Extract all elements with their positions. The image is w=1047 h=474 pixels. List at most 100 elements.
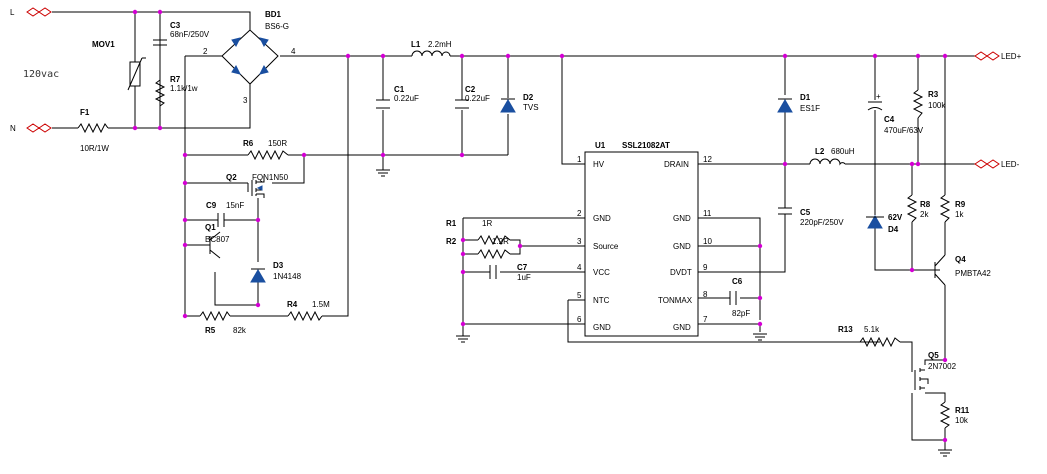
- r3-label: R3: [928, 90, 939, 99]
- l1-label: L1: [411, 40, 421, 49]
- c2-label: C2: [465, 85, 476, 94]
- u1-pin-dvdt: DVDT: [670, 268, 692, 277]
- d2-label: D2: [523, 93, 534, 102]
- ground-symbol-4: [938, 449, 952, 457]
- u1-pin-11-number: 11: [703, 209, 712, 218]
- d1-label: D1: [800, 93, 811, 102]
- bd1-value: BS6-G: [265, 22, 289, 31]
- r2-value: 1.2R: [492, 237, 509, 246]
- c5-capacitor: C5 220pF/250V: [778, 207, 844, 227]
- c3-capacitor: C3 68nF/250V: [153, 12, 210, 80]
- c1-capacitor: C1 0.22uF: [376, 85, 419, 109]
- r9-value: 1k: [955, 210, 964, 219]
- q1-label: Q1: [205, 223, 216, 232]
- r13-label: R13: [838, 325, 853, 334]
- c4-label: C4: [884, 115, 895, 124]
- q2-value: FQN1N50: [252, 173, 289, 182]
- c1-value: 0.22uF: [394, 94, 419, 103]
- d2-tvs-diode: D2 TVS: [500, 93, 539, 113]
- junction-dot: [915, 161, 921, 167]
- ground-symbol-1: [376, 169, 390, 177]
- mov1-varistor: MOV1: [92, 40, 146, 91]
- u1-pin-vcc: VCC: [593, 268, 610, 277]
- u1-pin-gnd-2: GND: [593, 214, 611, 223]
- junction-dot: [255, 217, 261, 223]
- r5-resistor: R5 82k: [199, 310, 247, 335]
- r13-value: 5.1k: [864, 325, 880, 334]
- junction-dot: [380, 152, 386, 158]
- mov1-label: MOV1: [92, 40, 115, 49]
- f1-label: F1: [80, 108, 90, 117]
- junction-dot: [460, 269, 466, 275]
- u1-label: U1: [595, 141, 606, 150]
- d1-value: ES1F: [800, 104, 820, 113]
- junction-dot: [872, 53, 878, 59]
- r5-value: 82k: [233, 326, 247, 335]
- junction-dot: [782, 161, 788, 167]
- r6-value: 150R: [268, 139, 287, 148]
- u1-pin-ntc: NTC: [593, 296, 610, 305]
- u1-pin-4-number: 4: [577, 263, 582, 272]
- junction-dot: [182, 152, 188, 158]
- r7-value: 1.1k/1w: [170, 84, 198, 93]
- u1-pin-8-number: 8: [703, 290, 708, 299]
- u1-pin-hv: HV: [593, 160, 605, 169]
- d4-value: 62V: [888, 213, 903, 222]
- terminal-led-minus: LED-: [974, 159, 1020, 169]
- q1-transistor: Q1 BC807: [200, 223, 230, 259]
- l2-value: 680uH: [831, 147, 855, 156]
- u1-ic: U1 SSL21082AT 1 HV 2 GND 3 Source 4 VCC …: [577, 141, 712, 337]
- terminal-N: N: [10, 123, 52, 133]
- d3-label: D3: [273, 261, 284, 270]
- d3-diode: D3 1N4148: [250, 261, 302, 283]
- u1-pin-1-number: 1: [577, 155, 582, 164]
- r5-label: R5: [205, 326, 216, 335]
- junction-dot: [559, 53, 565, 59]
- c6-value: 82pF: [732, 309, 750, 318]
- r9-label: R9: [955, 200, 966, 209]
- junction-dot: [182, 313, 188, 319]
- c3-label: C3: [170, 21, 181, 30]
- u1-pin-gnd-11: GND: [673, 214, 691, 223]
- f1-fuse: F1 10R/1W: [77, 108, 109, 153]
- junction-dot: [459, 152, 465, 158]
- c6-capacitor: C6 82pF: [729, 277, 750, 318]
- junction-dot: [909, 161, 915, 167]
- c2-capacitor: C2 0.22uF: [455, 85, 490, 109]
- r7-label: R7: [170, 75, 181, 84]
- bd1-pin-3: 3: [243, 96, 248, 105]
- junction-dot: [182, 242, 188, 248]
- r4-resistor: R4 1.5M: [287, 300, 330, 322]
- q4-value: PMBTA42: [955, 269, 991, 278]
- junction-dot: [460, 251, 466, 257]
- q1-value: BC807: [205, 235, 230, 244]
- c2-value: 0.22uF: [465, 94, 490, 103]
- d1-diode: D1 ES1F: [777, 93, 820, 113]
- q5-label: Q5: [928, 351, 939, 360]
- c9-capacitor: C9 15nF: [206, 201, 244, 227]
- junction-dot: [757, 295, 763, 301]
- bd1-label: BD1: [265, 10, 282, 19]
- u1-pin-5-number: 5: [577, 291, 582, 300]
- u1-pin-9-number: 9: [703, 263, 708, 272]
- u1-pin-gnd-6: GND: [593, 323, 611, 332]
- c5-value: 220pF/250V: [800, 218, 844, 227]
- r13-resistor: R13 5.1k: [838, 325, 901, 348]
- c3-value: 68nF/250V: [170, 30, 210, 39]
- junction-dot: [942, 53, 948, 59]
- q4-label: Q4: [955, 255, 966, 264]
- q5-value: 2N7002: [928, 362, 957, 371]
- u1-pin-12-number: 12: [703, 155, 712, 164]
- junction-dot: [345, 53, 351, 59]
- r9-resistor: R9 1k: [939, 194, 966, 223]
- l1-value: 2.2mH: [428, 40, 452, 49]
- junction-dot: [301, 152, 307, 158]
- junction-dot: [132, 9, 138, 15]
- f1-value: 10R/1W: [80, 144, 109, 153]
- c4-plus-sign: +: [876, 92, 881, 101]
- ground-symbol-3: [753, 333, 767, 341]
- u1-pin-10-number: 10: [703, 237, 712, 246]
- r2-label: R2: [446, 237, 457, 246]
